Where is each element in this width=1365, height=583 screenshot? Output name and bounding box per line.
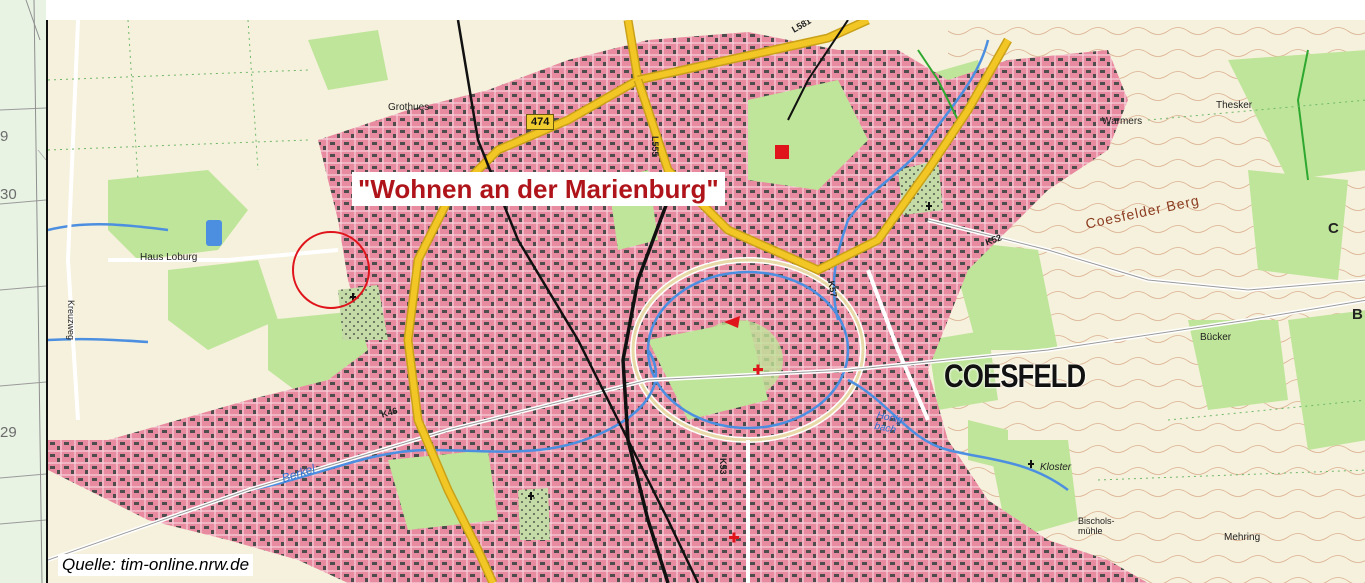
label-buecker: Bücker [1200,332,1232,343]
dotted-area-1 [338,285,388,340]
left-number-9: 9 [0,128,9,145]
map-canvas [48,20,1365,583]
urban-area [48,32,1148,583]
label-warmers: Warmers [1102,116,1143,127]
red-landmark [775,145,789,159]
label-b: B [1352,306,1363,323]
label-c: C [1328,220,1339,237]
label-thesker: Thesker [1216,100,1253,111]
label-kreuzweg: Kreuzweg [66,300,76,341]
left-number-30: 30 [0,186,17,203]
left-strip-lines [0,0,46,583]
town-name-coesfeld: COESFELD [944,358,1086,394]
topographic-map[interactable]: 474 Grothues Haus Loburg Warmers Thesker… [46,20,1365,583]
rivers [48,39,1069,492]
field-lines [48,20,1365,481]
pond-loburg [206,220,222,246]
label-bischoltsmuehle: Bischols- mühle [1078,516,1115,536]
project-headline: "Wohnen an der Marienburg" [352,172,725,206]
dotted-area-2 [518,488,550,540]
left-map-strip: 9 30 29 [0,0,46,583]
hospital-cross [729,364,763,543]
source-credit: Quelle: tim-online.nrw.de [58,554,254,576]
label-kloster: Kloster [1040,462,1072,473]
chapel-crosses [350,202,1034,500]
top-border-band [46,0,1365,22]
railways [456,20,849,583]
label-l555: L555 [650,136,660,157]
label-grothues: Grothues [388,102,430,113]
left-number-29: 29 [0,424,17,441]
label-haus-loburg: Haus Loburg [140,252,198,263]
old-town-green [693,320,783,400]
church-marker [724,316,740,328]
location-circle [292,231,370,309]
label-k53: K53 [718,458,728,475]
road-shield-474: 474 [526,114,555,130]
label-mehring: Mehring [1224,532,1261,543]
